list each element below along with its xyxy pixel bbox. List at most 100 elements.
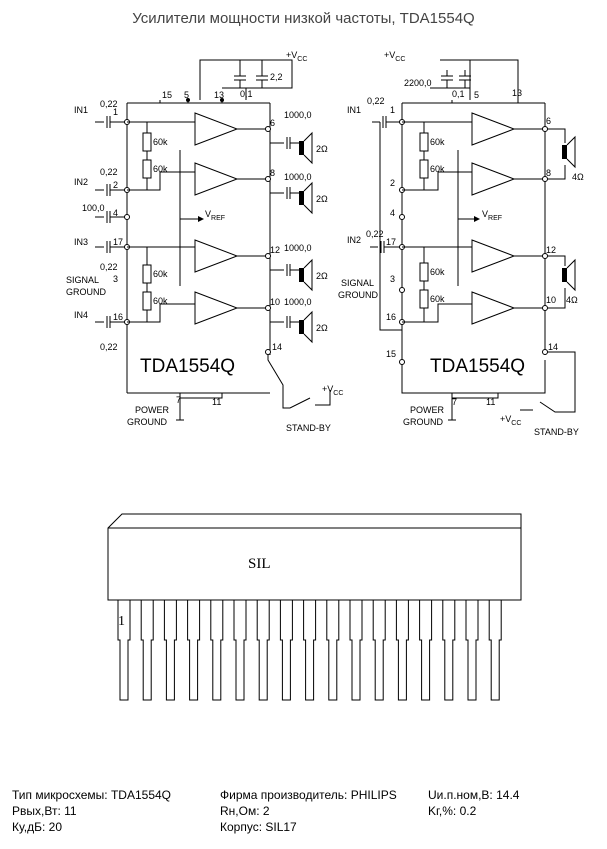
left-pin-node bbox=[124, 214, 130, 220]
left-pin-node bbox=[265, 176, 271, 182]
package-pin bbox=[279, 600, 293, 701]
left-supply-cap-lead bbox=[239, 60, 263, 70]
speaker-icon bbox=[303, 131, 313, 165]
package-label: SIL bbox=[248, 556, 271, 572]
spec-voltage: Uи.п.ном,В: 14.4 bbox=[428, 788, 520, 802]
left-node bbox=[186, 98, 190, 102]
right-pin-label: 11 bbox=[486, 397, 495, 407]
right-opamp-4 bbox=[471, 291, 516, 325]
right-opamp-inputs bbox=[424, 121, 472, 323]
left-out-cap-label: 1000,0 bbox=[284, 297, 312, 307]
left-resistor-label: 60k bbox=[153, 137, 168, 147]
package-pin bbox=[187, 600, 201, 701]
left-pin-label: 16 bbox=[113, 312, 123, 322]
right-pin-node bbox=[542, 349, 548, 355]
left-load-label: 2Ω bbox=[316, 323, 328, 333]
left-in2-cap bbox=[95, 184, 127, 196]
left-resistor-label: 60k bbox=[153, 296, 168, 306]
right-ground-bus bbox=[379, 122, 402, 331]
right-signal-ground-2: GROUND bbox=[338, 290, 378, 300]
left-vcc-label: +VCC bbox=[286, 50, 307, 63]
right-vref-arrow bbox=[474, 216, 480, 222]
right-in2-cap bbox=[370, 241, 402, 253]
left-opamp-2 bbox=[194, 162, 239, 196]
left-pin-label: 15 bbox=[162, 90, 172, 100]
package-pin bbox=[488, 600, 502, 701]
right-vref-label: VREF bbox=[482, 209, 502, 222]
left-vref-arrow bbox=[198, 216, 204, 222]
left-pin-label: 1 bbox=[113, 107, 118, 117]
speaker-icon bbox=[299, 191, 304, 205]
left-signal-ground-1: SIGNAL bbox=[66, 275, 99, 285]
package-pin bbox=[326, 600, 340, 701]
left-in4-cap bbox=[95, 316, 127, 328]
left-pin-label: 14 bbox=[272, 342, 282, 352]
right-pin-label: 10 bbox=[546, 295, 556, 305]
right-standby-vcc: +VCC bbox=[500, 414, 521, 427]
right-in2-label: IN2 bbox=[347, 235, 361, 245]
left-supply-cap-label: 2,2 bbox=[270, 72, 283, 82]
left-out-cap-label: 1000,0 bbox=[284, 172, 312, 182]
right-pin-label: 14 bbox=[548, 342, 558, 352]
left-cap-label: 0,22 bbox=[100, 342, 118, 352]
left-chip-label: TDA1554Q bbox=[140, 356, 235, 377]
package-pin bbox=[140, 600, 154, 701]
left-pin-label: 2 bbox=[113, 180, 118, 190]
right-opamp-3 bbox=[471, 239, 516, 273]
left-pin-label: 13 bbox=[214, 90, 224, 100]
right-circuit bbox=[370, 59, 576, 421]
right-in1-cap bbox=[372, 116, 402, 128]
package-pin bbox=[465, 600, 479, 701]
left-out-cap-3 bbox=[270, 264, 300, 276]
left-vref-label: VREF bbox=[205, 209, 225, 222]
right-standby-switch bbox=[520, 351, 576, 413]
right-load-label: 4Ω bbox=[566, 295, 578, 305]
speaker-icon bbox=[303, 258, 313, 292]
speaker-icon bbox=[566, 258, 576, 292]
right-pin-label: 4 bbox=[390, 208, 395, 218]
right-standby-label: STAND-BY bbox=[534, 427, 579, 437]
left-opamp-3 bbox=[194, 239, 239, 273]
package-pin bbox=[419, 600, 433, 701]
right-power-ground-1: POWER bbox=[410, 405, 445, 415]
right-pin-label: 6 bbox=[546, 116, 551, 126]
right-chip-outline bbox=[401, 102, 546, 362]
right-pin-label: 17 bbox=[386, 237, 396, 247]
right-pin-label: 3 bbox=[390, 274, 395, 284]
left-in4-label: IN4 bbox=[74, 310, 88, 320]
left-pin-11-link bbox=[180, 393, 223, 399]
right-signal-ground-1: SIGNAL bbox=[341, 278, 374, 288]
left-supply-cap-label: 0,1 bbox=[240, 89, 253, 99]
right-vcc-link bbox=[430, 87, 470, 103]
speaker-icon bbox=[566, 135, 576, 169]
package-pin bbox=[210, 600, 224, 701]
left-signal-ground-2: GROUND bbox=[66, 287, 106, 297]
right-pin-node bbox=[399, 359, 405, 365]
spec-manufacturer: Фирма производитель: PHILIPS bbox=[220, 788, 397, 802]
right-pin-label: 7 bbox=[452, 397, 457, 407]
left-vcc-link bbox=[222, 87, 247, 100]
right-resistor-label: 60k bbox=[430, 164, 445, 174]
right-vref-line bbox=[457, 150, 476, 286]
right-pin-label: 12 bbox=[546, 245, 556, 255]
left-pin-label: 11 bbox=[212, 397, 221, 407]
package-pin bbox=[233, 600, 247, 701]
right-opamp-2 bbox=[471, 162, 516, 196]
speaker-icon bbox=[299, 141, 304, 155]
page-title: Усилители мощности низкой частоты, TDA15… bbox=[132, 10, 475, 27]
left-in1-label: IN1 bbox=[74, 105, 88, 115]
left-resistor-label: 60k bbox=[153, 269, 168, 279]
left-cap-100-label: 100,0 bbox=[82, 203, 105, 213]
left-pin-node bbox=[265, 305, 271, 311]
right-pin-label: 5 bbox=[474, 90, 479, 100]
left-standby-vcc: +VCC bbox=[322, 384, 343, 397]
left-in1-cap bbox=[95, 116, 127, 128]
left-load-label: 2Ω bbox=[316, 271, 328, 281]
right-power-ground-2: GROUND bbox=[403, 417, 443, 427]
left-power-ground-1: POWER bbox=[135, 405, 170, 415]
left-pin-node bbox=[265, 349, 271, 355]
speaker-icon bbox=[303, 181, 313, 215]
right-pin-label: 2 bbox=[390, 178, 395, 188]
right-supply-cap-2 bbox=[459, 70, 471, 88]
